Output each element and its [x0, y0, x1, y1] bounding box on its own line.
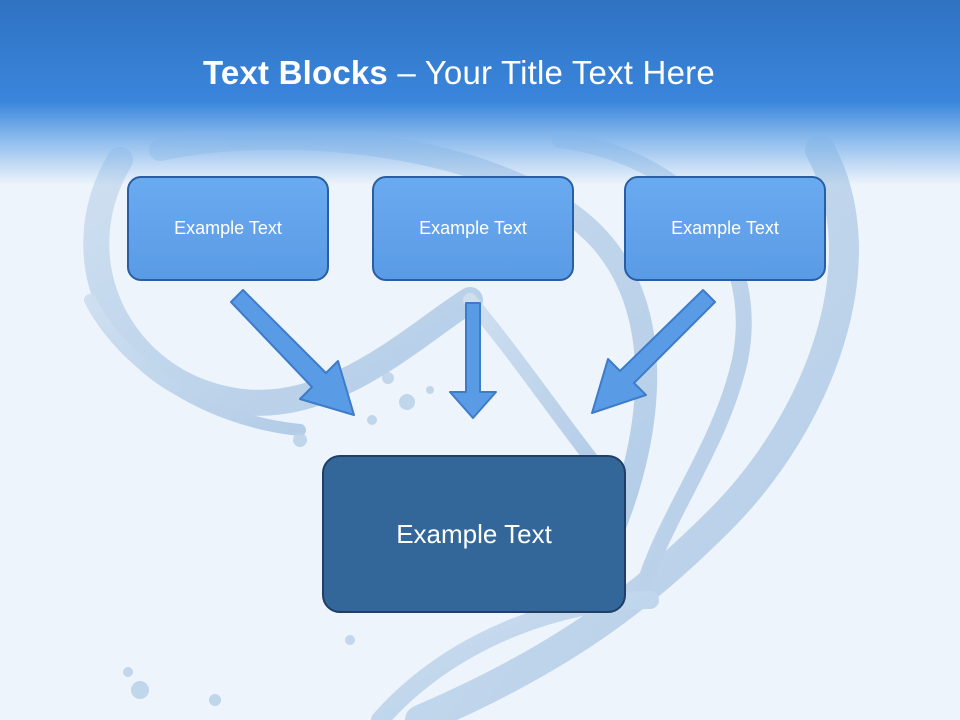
slide-title[interactable]: Text Blocks – Your Title Text Here	[203, 54, 715, 98]
main-text-block-label: Example Text	[396, 518, 552, 549]
title-rest-part: Your Title Text Here	[424, 54, 715, 91]
text-block-1-label: Example Text	[174, 218, 282, 238]
arrow-center-icon	[449, 302, 497, 419]
arrow-right-icon	[591, 289, 716, 414]
text-block-2[interactable]: Example Text	[372, 176, 574, 281]
title-bold-part: Text Blocks	[203, 54, 388, 91]
title-separator: –	[397, 54, 416, 91]
text-block-3-label: Example Text	[671, 218, 779, 238]
text-block-1[interactable]: Example Text	[127, 176, 329, 281]
main-text-block[interactable]: Example Text	[322, 455, 626, 613]
text-block-3[interactable]: Example Text	[624, 176, 826, 281]
title-banner	[0, 0, 960, 185]
arrow-left-icon	[230, 289, 355, 416]
text-block-2-label: Example Text	[419, 218, 527, 238]
